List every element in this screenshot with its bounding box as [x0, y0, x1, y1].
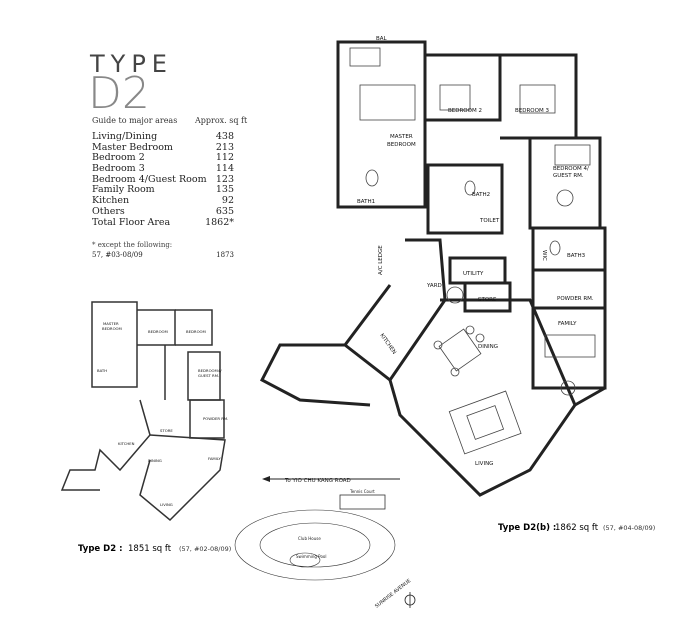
main-plan-walls [259, 40, 607, 497]
area-row: Total Floor Area 1862* [92, 216, 234, 229]
road-arrow-icon [262, 476, 270, 482]
small-units-caption: (57, #02-08/09) [179, 545, 231, 553]
room-label-utility: UTILITY [463, 271, 484, 277]
room-label-ac-ledge: A/C LEDGE [378, 245, 384, 275]
area-value: 92 [221, 195, 234, 207]
area-row: Bedroom 2 112 [92, 153, 234, 164]
area-row: Bedroom 3 114 [92, 163, 234, 175]
tennis-court [339, 494, 386, 510]
small-label-powder: POWDER RM. [203, 416, 228, 421]
tennis-label: Tennis Court [349, 489, 375, 494]
room-label-store: STORE [478, 297, 497, 303]
small-label-guest: BEDROOM4/ [198, 368, 222, 373]
small-label-guest-2: GUEST RM. [198, 373, 219, 378]
area-name: Master Bedroom [92, 141, 173, 153]
small-label-bedroom: BEDROOM [148, 329, 168, 334]
room-label-bath3: BATH3 [567, 253, 586, 259]
main-plan-furniture [349, 47, 596, 455]
area-row: Living/Dining 438 [92, 131, 234, 143]
small-label-family: FAMILY [208, 456, 221, 461]
small-label-master-2: BEDROOM [102, 326, 122, 331]
room-label-toilet: TOILET [479, 218, 500, 224]
room-label-wic: WIC [541, 250, 547, 261]
room-label-master-2: BEDROOM [387, 142, 416, 148]
area-value: 123 [215, 173, 234, 185]
room-label-bath2: BATH2 [472, 192, 490, 198]
room-label-kitchen: KITCHEN [378, 333, 397, 356]
area-row: Family Room 135 [92, 185, 234, 196]
main-plan-room-labels: BAL MASTER BEDROOM BEDROOM 2 BEDROOM 3 B… [357, 36, 594, 467]
room-label-living: LIVING [475, 461, 493, 467]
area-table: Living/Dining 438 Master Bedroom 213 Bedro… [92, 131, 234, 229]
area-name: Others [92, 205, 125, 217]
area-name: Bedroom 2 [92, 152, 145, 164]
captions: Type D2 : 1851 sq ft (57, #02-08/09) Typ… [78, 523, 655, 554]
room-label-master: MASTER [390, 134, 413, 140]
road-label: To YIO CHU KANG ROAD [284, 478, 351, 484]
big-units-caption: (57, #04-08/09) [603, 524, 655, 532]
small-type-caption: Type D2 : [78, 544, 122, 554]
area-value: 1862* [205, 216, 234, 228]
site-plan: To YIO CHU KANG ROAD Tennis Court Club H… [234, 476, 416, 610]
small-label-kitchen: KITCHEN [118, 441, 135, 446]
type-code: D2 [88, 68, 150, 119]
area-value: 635 [215, 205, 234, 217]
room-label-bedroom4-b: GUEST RM. [553, 173, 584, 179]
room-label-bal: BAL [376, 36, 388, 42]
small-plan-labels: MASTER BEDROOM BEDROOM BEDROOM BEDROOM4/… [97, 321, 228, 507]
room-label-bedroom2: BEDROOM 2 [448, 108, 482, 114]
area-name: Bedroom 3 [92, 163, 145, 175]
area-name: Kitchen [92, 195, 130, 207]
area-value: 438 [215, 131, 234, 142]
type-label: TYPE [90, 50, 173, 78]
site-blocks [234, 509, 396, 581]
room-label-bedroom3: BEDROOM 3 [515, 108, 549, 114]
small-label-bath: BATH [97, 368, 107, 373]
room-label-bath1: BATH1 [357, 199, 375, 205]
room-label-yard: YARD [426, 283, 442, 289]
area-name: Living/Dining [92, 131, 158, 142]
room-label-powder: POWDER RM. [557, 296, 594, 302]
pool-label: Swimming Pool [296, 554, 326, 559]
room-label-family: FAMILY [558, 321, 577, 327]
area-name: Bedroom 4/Guest Room [92, 173, 207, 185]
except-row: 57, #03-08/09 1873 [92, 251, 234, 259]
area-row: Master Bedroom 213 [92, 141, 234, 154]
except-units: 57, #03-08/09 [92, 251, 143, 259]
area-value: 135 [215, 184, 234, 196]
guide-label: Guide to major areas [92, 116, 178, 125]
unit-label: Approx. sq ft [195, 116, 248, 125]
big-type-caption: Type D2(b) : [498, 523, 556, 533]
area-value: 114 [215, 163, 234, 175]
small-label-bedroom-b: BEDROOM [186, 329, 206, 334]
small-label-master: MASTER [103, 321, 119, 326]
small-label-store: STORE [160, 428, 173, 433]
area-value: 112 [215, 152, 234, 164]
avenue-label: SUNRISE AVENUE [374, 578, 412, 610]
small-label-dining: DINING [148, 458, 162, 463]
area-value: 213 [215, 141, 234, 153]
area-name: Family Room [92, 184, 155, 196]
small-label-living: LIVING [160, 502, 173, 507]
area-row: Kitchen 92 [92, 195, 234, 207]
area-row: Bedroom 4/Guest Room 123 [92, 173, 234, 186]
area-name: Total Floor Area [92, 216, 171, 228]
big-area-caption: 1862 sq ft [555, 523, 599, 533]
except-value: 1873 [216, 251, 234, 259]
room-label-bedroom4: BEDROOM 4/ [553, 166, 589, 172]
room-label-dining: DINING [478, 344, 498, 350]
small-floor-plan [60, 301, 226, 522]
small-area-caption: 1851 sq ft [128, 544, 172, 554]
area-row: Others 635 [92, 205, 234, 218]
club-label: Club House [298, 536, 321, 541]
except-note: * except the following: [92, 241, 173, 249]
